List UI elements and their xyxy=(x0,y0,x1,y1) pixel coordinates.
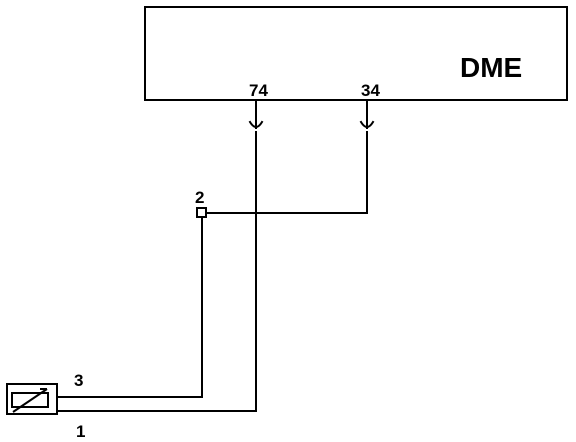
pin-74-terminal-arrow xyxy=(248,100,264,129)
wire-pin74-to-sensor-pin1 xyxy=(59,131,257,412)
temperature-sensor-icon xyxy=(6,383,60,415)
module-pin-74-label: 74 xyxy=(249,81,268,100)
wire-pin34-to-sensor-pin3 xyxy=(59,131,368,398)
pin-34-terminal-arrow xyxy=(359,100,375,129)
sensor-pin-1-label: 1 xyxy=(76,422,85,441)
connector-2 xyxy=(196,207,207,218)
module-pin-34-label: 34 xyxy=(361,81,380,100)
sensor-pin-3-label: 3 xyxy=(74,371,83,390)
dme-module-label: DME xyxy=(460,52,522,83)
connector-2-label: 2 xyxy=(195,188,204,207)
dme-module-box xyxy=(144,6,568,101)
